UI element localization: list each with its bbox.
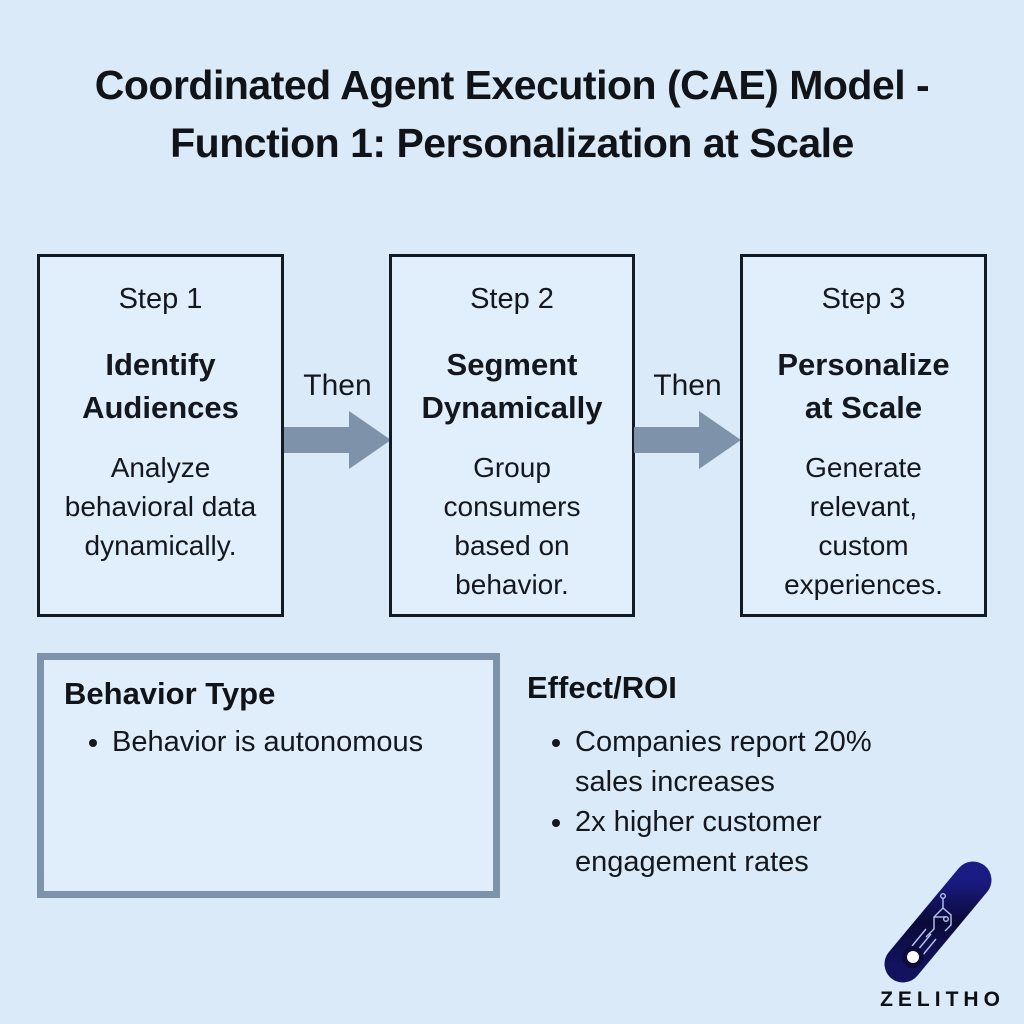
- step-2-description: Group consumers based on behavior.: [443, 452, 581, 600]
- step-1-description: Analyze behavioral data dynamically.: [64, 452, 257, 561]
- behavior-type-panel: Behavior Type Behavior is autonomous: [37, 653, 500, 898]
- brand-name: ZELITHO: [880, 988, 1005, 1011]
- circuit-node-icon: [902, 946, 924, 968]
- connector-1-label: Then: [303, 369, 372, 402]
- step-3-description: Generate relevant, custom experiences.: [784, 452, 943, 600]
- effect-roi-section: Effect/ROI Companies report 20% sales in…: [527, 668, 967, 882]
- step-2-heading: Segment Dynamically: [421, 347, 603, 425]
- arrow-right-icon: [284, 411, 391, 469]
- list-item: Companies report 20% sales increases: [575, 722, 967, 802]
- step-box-3: Step 3 Personalize at Scale Generate rel…: [740, 254, 987, 617]
- behavior-type-heading: Behavior Type: [64, 676, 276, 711]
- arrow-head: [349, 411, 391, 469]
- step-3-heading: Personalize at Scale: [777, 347, 950, 425]
- arrow-shaft: [634, 427, 701, 453]
- arrow-shaft: [284, 427, 351, 453]
- step-box-1: Step 1 Identify Audiences Analyze behavi…: [37, 254, 284, 617]
- step-3-label: Step 3: [821, 283, 906, 315]
- connector-2-label: Then: [653, 369, 722, 402]
- z-circuit-logo-icon: [884, 859, 1000, 985]
- page-title: Coordinated Agent Execution (CAE) Model …: [94, 62, 930, 166]
- connector-1: Then: [284, 366, 391, 478]
- arrow-head: [699, 411, 741, 469]
- step-1-heading: Identify Audiences: [82, 347, 239, 425]
- behavior-type-list: Behavior is autonomous: [64, 722, 475, 762]
- list-item: Behavior is autonomous: [112, 722, 475, 762]
- effect-roi-list: Companies report 20% sales increases 2x …: [527, 722, 967, 882]
- effect-roi-heading: Effect/ROI: [527, 670, 677, 705]
- zelitho-logo: ZELITHO: [872, 856, 1008, 1012]
- step-1-label: Step 1: [118, 283, 203, 315]
- step-box-2: Step 2 Segment Dynamically Group consume…: [389, 254, 635, 617]
- list-item: 2x higher customer engagement rates: [575, 802, 967, 882]
- arrow-right-icon: [634, 411, 741, 469]
- connector-2: Then: [634, 366, 741, 478]
- step-2-label: Step 2: [470, 283, 554, 315]
